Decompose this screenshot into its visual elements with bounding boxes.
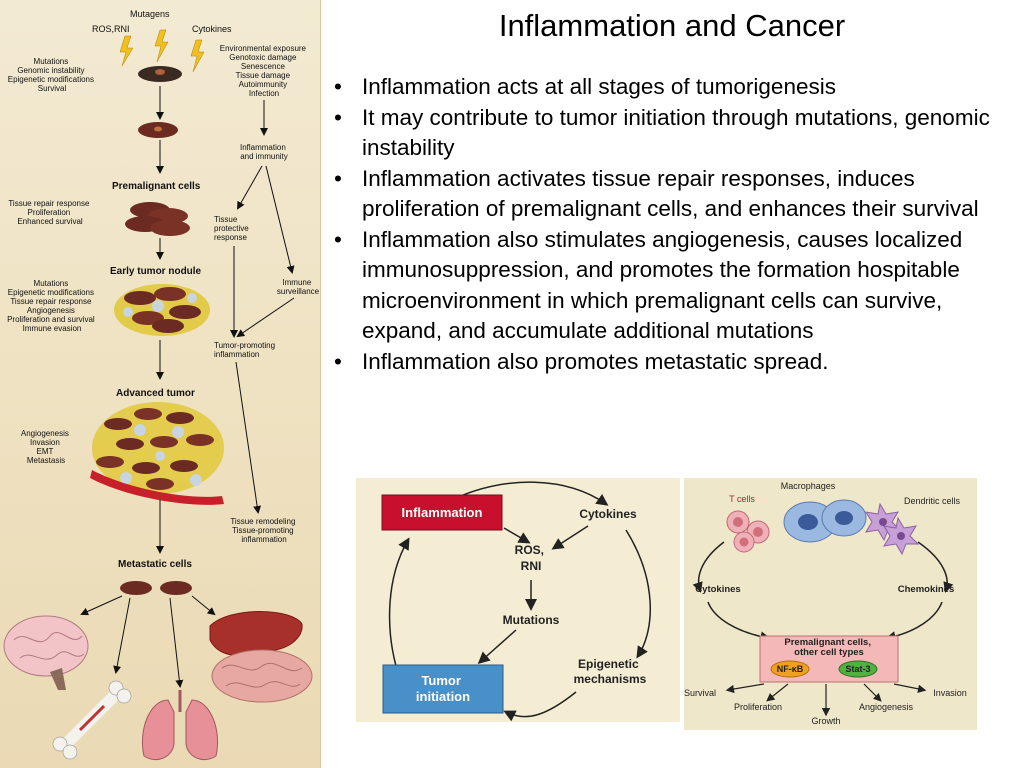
dendritic-label: Dendritic cells [904,496,961,506]
cycle-diagram: Inflammation Cytokines ROS, RNI Mutation… [356,478,680,722]
cytokines-label: Cytokines [579,507,637,521]
stat3-label: Stat-3 [845,664,870,674]
metastatic-cell [160,581,192,595]
early-tumor-nodule [114,284,210,336]
advanced-tumor-label: Advanced tumor [116,388,195,399]
proliferation-label: Proliferation [734,702,782,712]
angiogenesis-label: Angiogenesis [859,702,914,712]
bullet-text: Inflammation also promotes metastatic sp… [362,348,829,374]
repair-list: Tissue repair response Proliferation Enh… [8,199,91,226]
premalignant-label: Premalignant cells, other cell types [784,637,873,658]
stat3-badge [838,660,878,678]
nfkb-label: NF-κB [777,664,804,674]
chemokines-label: Chemokines [898,584,955,595]
metastatic-label: Metastatic cells [118,559,192,570]
mutations-list: Mutations Genomic instability Epigenetic… [8,57,97,93]
inflammation-label: Inflammation [402,505,483,520]
t-cells-label: T cells [729,494,755,504]
environment-list: Environmental exposure Genotoxic damage … [220,44,309,98]
inflammation-box [381,494,503,531]
bullet-text: Inflammation activates tissue repair res… [362,165,979,222]
epigenetic-label: Epigenetic mechanisms [574,657,647,686]
bullet-symbol: • [334,226,342,252]
dendritic-cell-icon [865,502,920,556]
metastatic-cell [120,581,152,595]
bullet-symbol: • [334,74,342,99]
lightning-icon [154,29,169,63]
advanced-list: Angiogenesis Invasion EMT Metastasis [21,429,71,465]
lightning-icon [119,35,134,67]
immune-diagram: Macrophages T cells Dendritic cells [684,478,977,730]
brain-icon [3,615,89,690]
bullet-item: • Inflammation activates tissue repair re… [330,164,1010,225]
bullet-text: It may contribute to tumor initiation th… [362,104,990,161]
cell-nucleus [155,69,165,75]
growth-label: Growth [811,716,840,726]
premalignant-label: Premalignant cells [112,181,201,192]
lightning-icon [190,39,205,73]
bullet-item: • It may contribute to tumor initiation t… [330,103,1010,164]
ros-rni-label: ROS,RNI [92,24,130,34]
tumor-initiation-box [382,664,504,714]
nodule-list: Mutations Epigenetic modifications Tissu… [7,279,97,333]
bullet-symbol: • [334,165,342,191]
mutagens-label: Mutagens [130,9,170,19]
tissue-protective-label: Tissue protective response [214,215,251,242]
early-nodule-label: Early tumor nodule [110,266,202,277]
macrophage-icon [783,499,867,543]
liver-icon [209,611,303,656]
blood-vessel [90,470,224,505]
tumor-initiation-label: Tumor initiation [416,673,470,704]
bullet-symbol: • [334,348,342,374]
invasion-label: Invasion [933,688,967,698]
remodeling-label: Tissue remodeling Tissue-promoting infla… [230,517,297,544]
bullet-text: Inflammation also stimulates angiogenesi… [362,226,963,344]
bullet-item: • Inflammation also promotes metastatic s… [330,347,1010,378]
lungs-icon [142,690,218,760]
t-cell-icon [726,510,770,553]
survival-label: Survival [684,688,716,698]
tumor-progression-diagram: Mutagens ROS,RNI Cytokines Mutations Gen… [0,0,321,768]
tumor-promoting-label: Tumor-promoting inflammation [214,341,277,359]
advanced-tumor [90,402,224,505]
nfkb-badge [770,660,810,678]
bullet-text: Inflammation acts at all stages of tumor… [362,74,836,99]
mutations-label: Mutations [503,613,560,627]
cycle-svg: Inflammation Cytokines ROS, RNI Mutation… [381,481,652,722]
intestine-icon [211,649,313,703]
slide-title: Inflammation and Cancer [498,8,846,43]
progression-svg: Mutagens ROS,RNI Cytokines Mutations Gen… [3,9,320,760]
immune-surveillance-label: Immune surveillance [277,278,320,296]
bullet-item: • Inflammation also stimulates angiogenes… [330,225,1010,347]
bullet-list: • Inflammation acts at all stages of tumo… [330,72,1010,377]
macrophages-label: Macrophages [781,481,836,491]
cytokines-label: Cytokines [695,584,740,595]
bone-icon [52,680,132,760]
premalignant-cluster [125,202,190,236]
immune-svg: Macrophages T cells Dendritic cells [684,481,967,726]
inflammation-immunity-label: Inflammation and immunity [240,143,288,161]
bullet-symbol: • [334,104,342,130]
bullet-item: • Inflammation acts at all stages of tumo… [330,72,1010,103]
cytokines-label: Cytokines [192,24,232,34]
ros-rni-label: ROS, RNI [515,543,548,573]
